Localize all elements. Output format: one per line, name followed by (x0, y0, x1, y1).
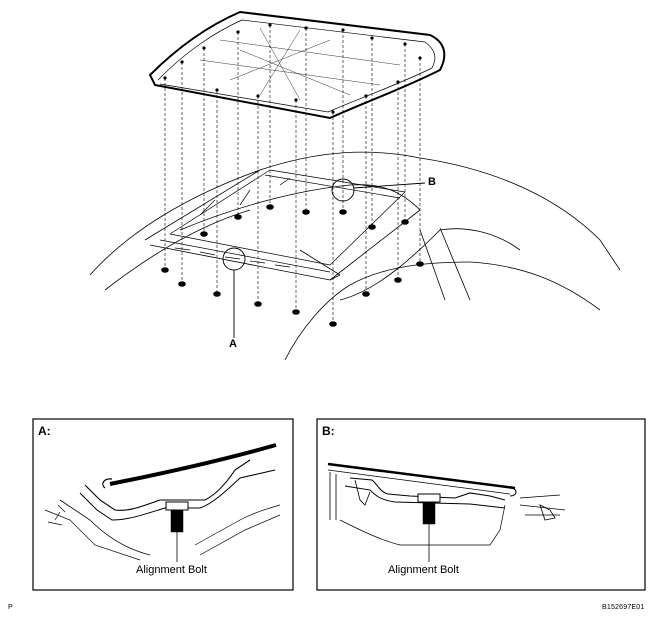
roof-frame (159, 169, 406, 273)
detail-a-caption: Alignment Bolt (136, 564, 207, 576)
callout-markers (222, 178, 426, 338)
callout-b-label: B (428, 176, 436, 188)
car-body-outline (89, 151, 621, 361)
detail-panel-a (32, 418, 294, 591)
roof-panel (148, 10, 446, 120)
fastener-clips (161, 204, 424, 327)
callout-a-circle (222, 247, 246, 271)
guide-lines (164, 25, 421, 322)
page-marker: P (8, 604, 13, 611)
callout-b-circle (331, 178, 355, 202)
figure-code: B152697E01 (602, 604, 645, 611)
roof-panel-holes (163, 23, 422, 114)
detail-b-title: B: (322, 424, 335, 438)
callout-a-label: A (229, 338, 237, 350)
detail-a-title: A: (38, 424, 51, 438)
detail-panel-b (316, 418, 646, 591)
detail-b-caption: Alignment Bolt (388, 564, 459, 576)
